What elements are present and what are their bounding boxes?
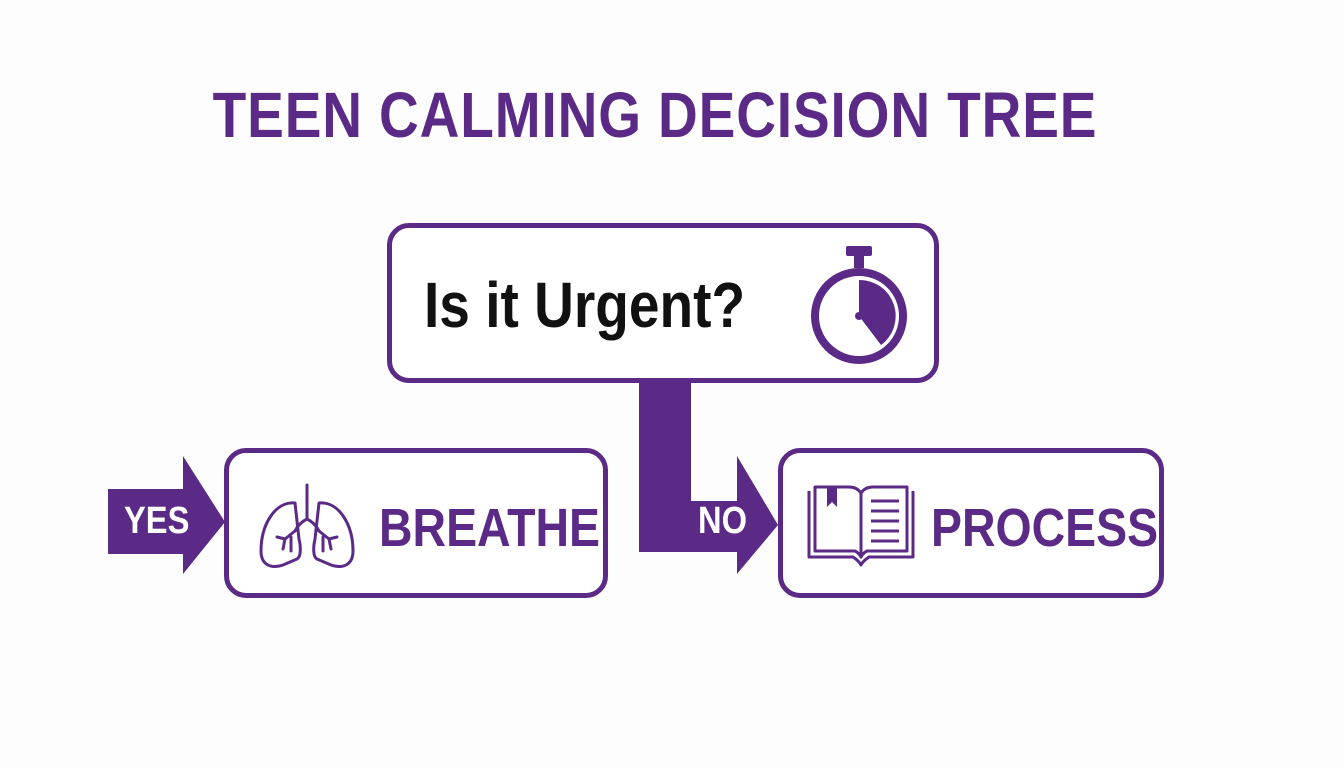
process-box: PROCESS xyxy=(778,448,1164,598)
breathe-label: BREATHE xyxy=(379,498,601,558)
stopwatch-icon xyxy=(811,246,907,364)
diagram-title: TEEN CALMING DECISION TREE xyxy=(212,79,1098,151)
question-text: Is it Urgent? xyxy=(424,269,746,341)
question-box: Is it Urgent? xyxy=(387,223,939,383)
lungs-icon xyxy=(259,483,355,568)
breathe-box: BREATHE xyxy=(224,448,608,598)
open-book-icon xyxy=(807,485,915,567)
yes-label: YES xyxy=(124,500,190,542)
no-label: NO xyxy=(698,500,748,542)
process-label: PROCESS xyxy=(931,498,1159,558)
